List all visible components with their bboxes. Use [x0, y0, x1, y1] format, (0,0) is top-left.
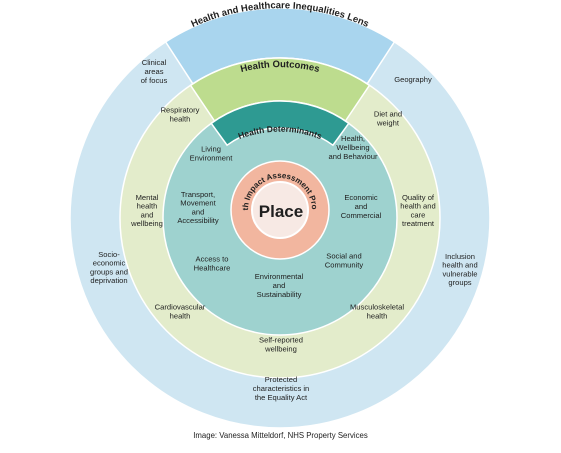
- lens-item-geography: Geography: [394, 75, 432, 84]
- image-caption: Image: Vanessa Mitteldorf, NHS Property …: [193, 431, 368, 440]
- outcomes-title: Health Outcomes: [239, 59, 320, 75]
- place-center-circle: [251, 181, 309, 239]
- determinants-banner: [210, 100, 350, 147]
- place-label: Place: [259, 202, 303, 221]
